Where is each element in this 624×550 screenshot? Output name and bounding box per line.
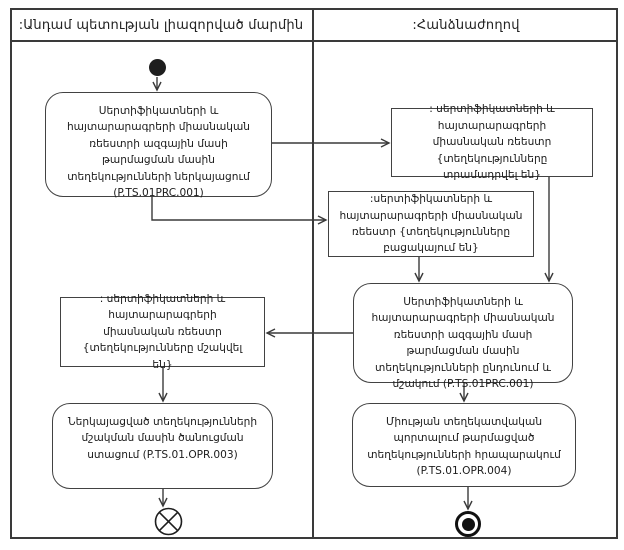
lane-header-band: [10, 8, 618, 42]
action-label: Սերտիֆիկատների և հայտարարագրերի միասնակա…: [66, 105, 251, 200]
action-label: Ներկայացված տեղեկությունների մշակման մաս…: [67, 416, 258, 461]
object-registry-info-processed: : սերտիֆիկատների և հայտարարագրերի միասնա…: [60, 293, 265, 371]
action-receive-and-process-info: Սերտիֆիկատների և հայտարարագրերի միասնակա…: [353, 283, 573, 390]
object-label: :սերտիֆիկատների և հայտարարագրերի միասնակ…: [339, 193, 523, 255]
swimlane-divider: [312, 8, 314, 539]
object-label: : սերտիֆիկատների և հայտարարագրերի միասնա…: [429, 103, 555, 182]
diagram-outer-frame: [10, 8, 618, 539]
initial-node-icon: [149, 59, 166, 76]
object-registry-info-provided: : սերտիֆիկատների և հայտարարագրերի միասնա…: [391, 103, 593, 181]
activity-final-icon: [455, 511, 481, 537]
action-receive-processing-notification: Ներկայացված տեղեկությունների մշակման մաս…: [52, 403, 273, 489]
lane-header-member-state: :Անդամ պետության լիազորված մարմին: [12, 8, 310, 42]
flow-final-icon: [154, 507, 183, 536]
action-publish-updated-info: Միության տեղեկատվական պորտալում թարմացվա…: [352, 403, 576, 487]
object-label: : սերտիֆիկատների և հայտարարագրերի միասնա…: [82, 292, 243, 371]
action-label: Միության տեղեկատվական պորտալում թարմացվա…: [367, 416, 561, 478]
object-registry-info-missing: :սերտիֆիկատների և հայտարարագրերի միասնակ…: [328, 191, 534, 257]
action-submit-update-info: Սերտիֆիկատների և հայտարարագրերի միասնակա…: [45, 92, 272, 200]
lane-title: :Անդամ պետության լիազորված մարմին: [18, 17, 304, 33]
lane-title: :Հանձնաժողով: [412, 17, 520, 33]
activity-final-dot: [461, 517, 475, 531]
action-label: Սերտիֆիկատների և հայտարարագրերի միասնակա…: [371, 296, 555, 391]
lane-header-commission: :Հանձնաժողով: [316, 8, 616, 42]
